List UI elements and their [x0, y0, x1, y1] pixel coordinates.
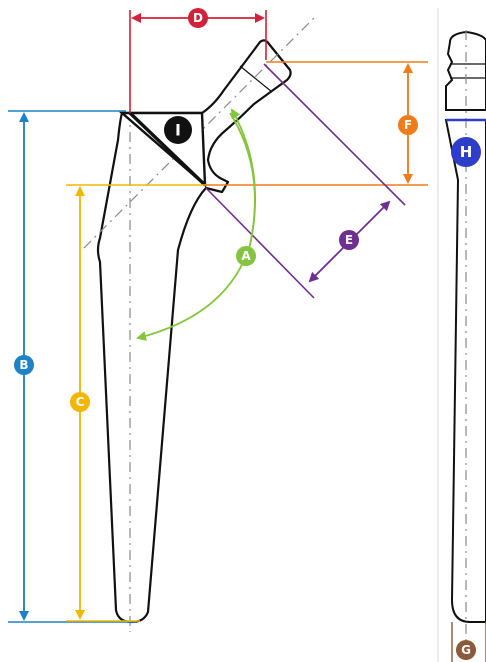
marker-e: E	[339, 230, 359, 250]
stem-side-view	[437, 8, 486, 662]
marker-f: F	[398, 115, 418, 135]
marker-h: H	[451, 137, 481, 167]
svg-text:H: H	[460, 143, 473, 161]
neck-groove	[239, 65, 273, 93]
triangle-i-edge	[128, 111, 207, 187]
marker-a: A	[236, 246, 256, 266]
stem-front-view	[83, 17, 315, 632]
marker-d: D	[188, 8, 208, 28]
marker-g: G	[456, 640, 476, 660]
side-trunnion	[445, 30, 486, 111]
marker-c: C	[70, 392, 90, 412]
svg-text:I: I	[175, 121, 181, 140]
marker-i: I	[164, 116, 192, 144]
svg-text:A: A	[241, 249, 251, 263]
svg-text:G: G	[461, 643, 471, 657]
svg-text:B: B	[19, 358, 28, 372]
stem-outline	[96, 39, 292, 624]
svg-text:E: E	[345, 233, 353, 247]
angle-a	[136, 108, 257, 341]
svg-text:D: D	[193, 11, 203, 25]
svg-text:C: C	[76, 395, 85, 409]
marker-b: B	[14, 355, 34, 375]
side-body	[444, 119, 486, 623]
svg-text:F: F	[404, 118, 412, 132]
